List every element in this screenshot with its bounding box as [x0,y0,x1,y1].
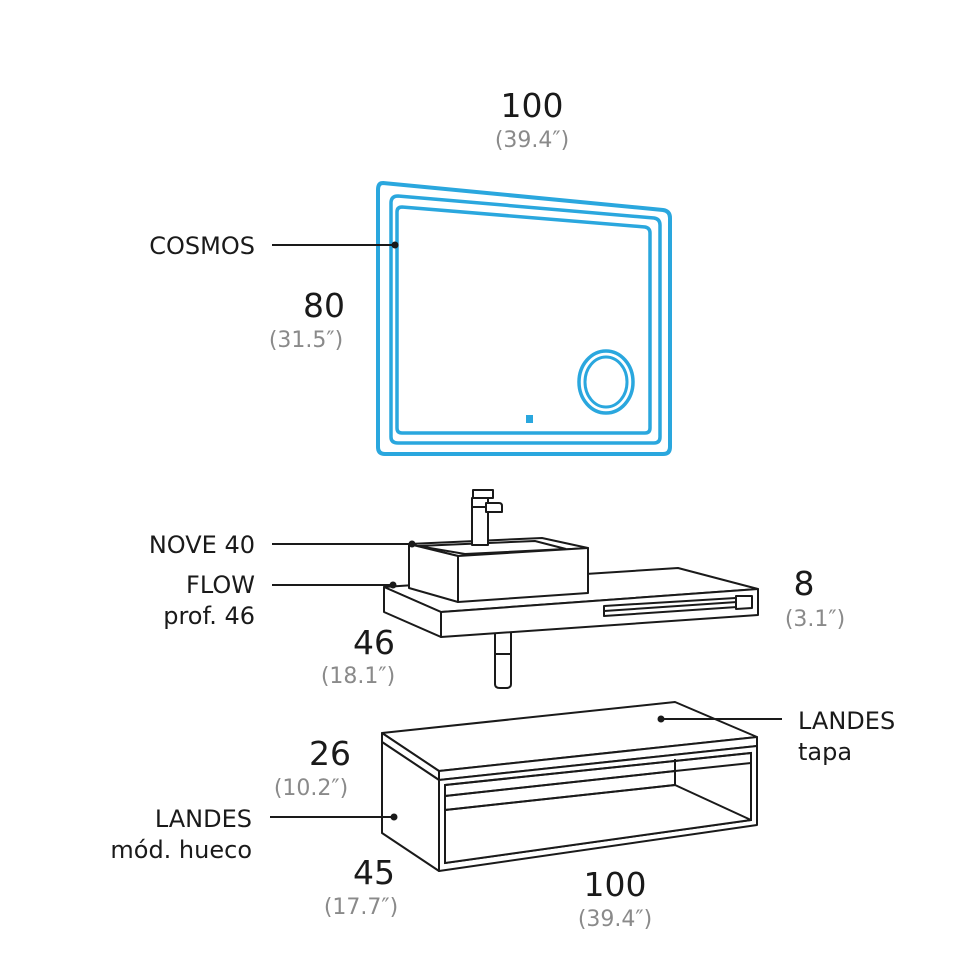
countertop-drawing [383,489,759,689]
tap-lever [472,489,494,499]
upper-shelf-line [444,770,676,797]
countertop-depth-value: 46 [353,623,395,662]
mirror-led-strip-inner [395,205,652,435]
module-drawing [381,701,758,872]
lid-sublabel: tapa [798,738,852,766]
basin-bowl-rim [417,539,567,556]
waste-pipe [494,631,512,689]
shelf-rear-line [444,784,676,811]
basin-label: NOVE 40 [149,531,255,559]
mirror-width-value: 100 [501,86,564,125]
module-depth-value: 45 [353,853,395,892]
module-height-value: 26 [309,734,351,773]
module-sublabel: mód. hueco [110,836,252,864]
mirror-drawing [376,181,672,456]
basin-leader-dot [408,540,416,548]
mirror-label: COSMOS [149,232,255,260]
countertop-depth-inches: (18.1″) [321,664,395,689]
towel-bar-end [735,595,753,610]
module-label: LANDES [155,805,252,833]
module-depth-inches: (17.7″) [324,895,398,920]
mirror-leader-dot [391,241,399,249]
countertop-thickness-value: 8 [794,564,815,603]
module-width-value: 100 [584,865,647,904]
countertop-leader-dot [389,581,397,589]
countertop-sublabel: prof. 46 [163,602,255,630]
towel-bar-edge [603,600,753,612]
touch-sensor-icon [526,415,533,423]
mirror-frame [376,181,672,456]
basin-front [457,547,589,603]
countertop-side-face [383,586,442,638]
mirror-height-inches: (31.5″) [269,328,343,353]
module-leader-dot [390,813,398,821]
tap-spout [485,502,503,513]
lid-label: LANDES [798,707,895,735]
countertop-thickness-inches: (3.1″) [785,607,845,632]
magnifier-mirror-outer [577,349,635,415]
mirror-height-value: 80 [303,286,345,325]
module-width-inches: (39.4″) [578,907,652,932]
basin-side [408,543,459,603]
mirror-width-inches: (39.4″) [495,128,569,153]
countertop-label: FLOW [186,571,255,599]
mirror-led-strip-outer [389,194,662,445]
module-height-inches: (10.2″) [274,776,348,801]
magnifier-mirror-inner [583,355,629,409]
